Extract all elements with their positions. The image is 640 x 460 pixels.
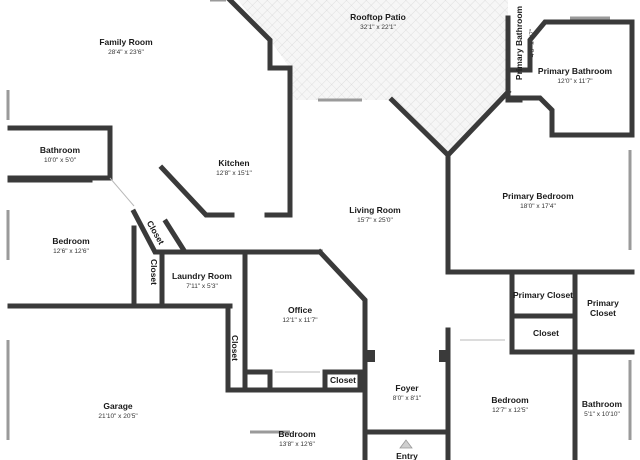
- label-bedroom-bottom: Bedroom: [278, 429, 316, 439]
- dims-bathroom-right: 5'1" x 10'10": [584, 411, 620, 418]
- dims-foyer: 8'0" x 8'1": [393, 395, 422, 402]
- label-primary-closet-2a: Primary: [587, 298, 619, 308]
- label-foyer: Foyer: [395, 383, 419, 393]
- dims-family-room: 28'4" x 23'6": [108, 49, 144, 56]
- label-closet-office: Closet: [330, 375, 356, 385]
- door-marks: [109, 177, 505, 373]
- label-office: Office: [288, 305, 312, 315]
- dims-garage: 21'10" x 20'5": [98, 413, 138, 420]
- dims-bedroom-left: 12'6" x 12'6": [53, 248, 89, 255]
- label-bathroom-left: Bathroom: [40, 145, 81, 155]
- label-living-room: Living Room: [349, 205, 401, 215]
- label-rooftop-patio: Rooftop Patio: [350, 12, 406, 22]
- dims-primary-bathroom-small: 4'0" x 4'7": [529, 28, 536, 57]
- dims-primary-bedroom: 18'0" x 17'4": [520, 203, 556, 210]
- label-closet-garage: Closet: [230, 335, 240, 361]
- label-bathroom-right: Bathroom: [582, 399, 623, 409]
- rooftop-patio-floor: [238, 0, 508, 155]
- label-primary-bedroom: Primary Bedroom: [502, 191, 574, 201]
- label-garage: Garage: [103, 401, 133, 411]
- label-family-room: Family Room: [99, 37, 153, 47]
- label-bedroom-right: Bedroom: [491, 395, 529, 405]
- label-closet-right: Closet: [533, 328, 559, 338]
- walls: [7, 0, 635, 460]
- label-closet-vert: Closet: [149, 259, 159, 285]
- dims-bathroom-left: 10'0" x 5'0": [44, 157, 77, 164]
- label-primary-closet-2b: Closet: [590, 308, 616, 318]
- dims-office: 12'1" x 11'7": [282, 317, 318, 324]
- dims-bedroom-right: 12'7" x 12'5": [492, 407, 528, 414]
- label-kitchen: Kitchen: [218, 158, 249, 168]
- label-entry: Entry: [396, 451, 418, 460]
- label-bedroom-left: Bedroom: [52, 236, 90, 246]
- dims-rooftop-patio: 32'1" x 22'1": [360, 24, 396, 31]
- label-primary-bathroom: Primary Bathroom: [538, 66, 613, 76]
- room-labels: Family Room 28'4" x 23'6" Rooftop Patio …: [40, 5, 623, 460]
- dims-bedroom-bottom: 13'8" x 12'6": [279, 441, 315, 448]
- windows: [6, 0, 632, 440]
- triangle-up-icon: [399, 439, 413, 449]
- dims-kitchen: 12'8" x 15'1": [216, 170, 252, 177]
- dims-laundry-room: 7'11" x 5'3": [186, 283, 218, 290]
- dims-primary-bathroom: 12'0" x 11'7": [557, 78, 593, 85]
- label-primary-closet: Primary Closet: [513, 290, 573, 300]
- label-primary-bathroom-small: Primary Bathroom: [514, 5, 524, 80]
- label-laundry-room: Laundry Room: [172, 271, 232, 281]
- dims-living-room: 15'7" x 25'0": [357, 217, 393, 224]
